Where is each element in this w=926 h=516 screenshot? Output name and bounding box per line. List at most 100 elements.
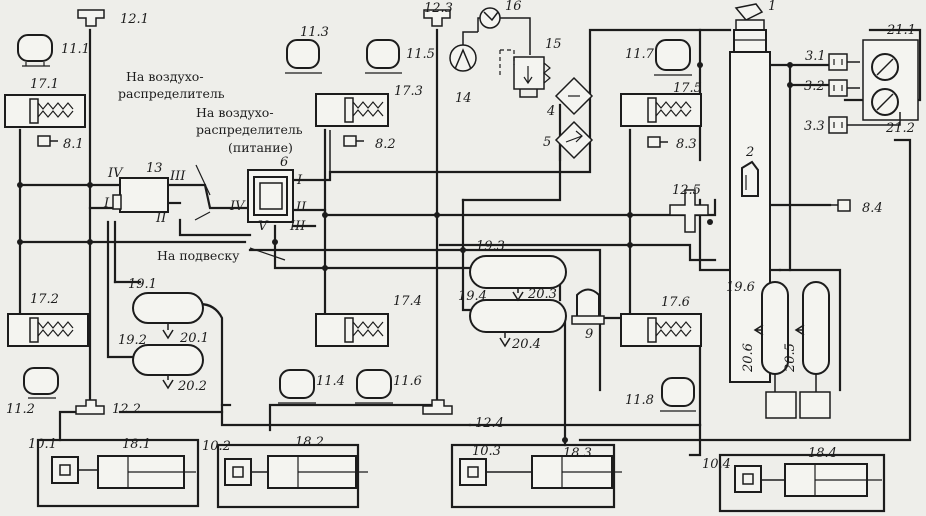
label-11-2: 11.2 xyxy=(6,402,35,417)
check-valve-16 xyxy=(477,7,531,55)
label-11-6: 11.6 xyxy=(393,374,422,389)
label-20-5: 20.5 xyxy=(783,343,798,373)
label-1: 1 xyxy=(768,0,776,14)
label-20-6: 20.6 xyxy=(741,343,756,373)
label-11-5: 11.5 xyxy=(406,47,435,62)
reservoir-19-1 xyxy=(132,292,204,324)
label-15: 15 xyxy=(545,37,562,52)
label-5: 5 xyxy=(543,135,551,150)
label-2: 2 xyxy=(745,145,754,160)
label-11-1: 11.1 xyxy=(61,42,90,57)
spring-cylinder-17-4 xyxy=(315,313,389,347)
label-12-1: 12.1 xyxy=(120,12,149,27)
sensor-3-2 xyxy=(828,79,848,97)
annotation-distributor-2-line-2: распределитель xyxy=(196,122,303,137)
spring-cylinder-17-1 xyxy=(4,94,86,128)
label-port-i-13: I xyxy=(103,196,110,211)
annotation-texts: На воздухо- распределитель На воздухо- р… xyxy=(118,69,303,263)
spring-cylinder-17-5 xyxy=(620,93,702,127)
label-20-4: 20.4 xyxy=(511,337,541,352)
valve-9 xyxy=(571,288,605,325)
brake-chamber-11-3 xyxy=(285,39,322,74)
label-port-i-6: I xyxy=(296,173,303,188)
sensor-3-3 xyxy=(828,116,848,134)
label-11-8: 11.8 xyxy=(625,393,654,408)
compressor-14 xyxy=(449,31,478,72)
label-port-v-6: V xyxy=(258,219,269,234)
label-18-3: 18.3 xyxy=(563,446,592,461)
label-17-3: 17.3 xyxy=(394,84,423,99)
label-17-2: 17.2 xyxy=(30,292,59,307)
valve-13 xyxy=(112,177,169,213)
annotation-distributor-2-line-1: На воздухо- xyxy=(196,105,274,120)
label-port-ii-13: II xyxy=(155,211,167,226)
label-19-1: 19.1 xyxy=(128,277,157,292)
label-21-1: 21.1 xyxy=(886,23,916,38)
label-16: 16 xyxy=(505,0,522,14)
label-3-3: 3.3 xyxy=(804,119,825,134)
label-9: 9 xyxy=(585,327,593,342)
label-3-1: 3.1 xyxy=(805,49,826,64)
label-11-7: 11.7 xyxy=(625,47,655,62)
label-8-4: 8.4 xyxy=(862,201,883,216)
actuator-group-3 xyxy=(450,443,622,509)
label-18-1: 18.1 xyxy=(122,437,151,452)
label-8-1: 8.1 xyxy=(63,137,84,152)
filter-4 xyxy=(554,76,594,116)
label-6: 6 xyxy=(280,155,288,170)
component-labels: 12.1 11.1 17.1 8.1 IV 13 III I II 17.2 1… xyxy=(6,0,916,472)
annotation-distributor-1-line-2: распределитель xyxy=(118,86,225,101)
label-port-iii-13: III xyxy=(169,169,186,184)
label-12-5: 12.5 xyxy=(672,183,701,198)
spring-cylinder-17-6 xyxy=(620,313,702,347)
annotation-to-suspension: На подвеску xyxy=(157,248,240,263)
plug-8-3 xyxy=(647,136,668,148)
label-10-4: 10.4 xyxy=(702,457,731,472)
label-11-3: 11.3 xyxy=(300,25,329,40)
sensor-3-1 xyxy=(828,53,848,71)
brake-chamber-11-4 xyxy=(278,369,316,404)
label-10-2: 10.2 xyxy=(202,439,231,454)
label-18-4: 18.4 xyxy=(808,446,837,461)
label-18-2: 18.2 xyxy=(295,435,324,450)
label-8-2: 8.2 xyxy=(375,137,396,152)
actuator-group-4 xyxy=(718,453,886,513)
label-20-1: 20.1 xyxy=(179,331,209,346)
label-13: 13 xyxy=(146,161,163,176)
tee-fitting-12-3 xyxy=(423,9,451,27)
label-17-5: 17.5 xyxy=(673,81,702,96)
label-12-4: 12.4 xyxy=(475,416,504,431)
label-20-3: 20.3 xyxy=(527,287,557,302)
label-port-iv-6: IV xyxy=(229,199,246,214)
reservoir-19-3 xyxy=(469,255,567,289)
filter-5 xyxy=(554,120,594,160)
label-17-1: 17.1 xyxy=(30,77,59,92)
spring-cylinder-17-3 xyxy=(315,93,389,127)
label-10-3: 10.3 xyxy=(472,444,501,459)
drain-valves xyxy=(162,288,805,390)
brake-chamber-11-1 xyxy=(17,34,53,67)
label-19-3: 19.3 xyxy=(476,239,505,254)
label-3-2: 3.2 xyxy=(804,79,825,94)
actuator-group-2 xyxy=(216,443,368,509)
label-port-iii-6: III xyxy=(289,219,306,234)
brake-chamber-11-7 xyxy=(654,39,692,76)
tee-fitting-12-4 xyxy=(422,399,453,415)
actuator-group-1 xyxy=(36,438,200,508)
label-14: 14 xyxy=(455,91,472,106)
label-19-6: 19.6 xyxy=(726,280,755,295)
plug-8-4 xyxy=(830,199,851,212)
tee-fitting-12-2 xyxy=(75,399,105,415)
label-21-2: 21.2 xyxy=(885,121,915,136)
label-19-4: 19.4 xyxy=(458,289,487,304)
brake-chamber-11-2 xyxy=(23,367,59,399)
label-12-3: 12.3 xyxy=(424,1,453,16)
reservoir-19-2 xyxy=(132,344,204,376)
annotation-distributor-1-line-1: На воздухо- xyxy=(126,69,204,84)
annotation-distributor-2-line-3: (питание) xyxy=(228,140,293,155)
label-12-2: 12.2 xyxy=(112,402,141,417)
label-port-ii-6: II xyxy=(295,200,307,215)
label-4: 4 xyxy=(546,104,555,119)
label-8-3: 8.3 xyxy=(676,137,697,152)
reservoir-19-6 xyxy=(761,281,831,419)
